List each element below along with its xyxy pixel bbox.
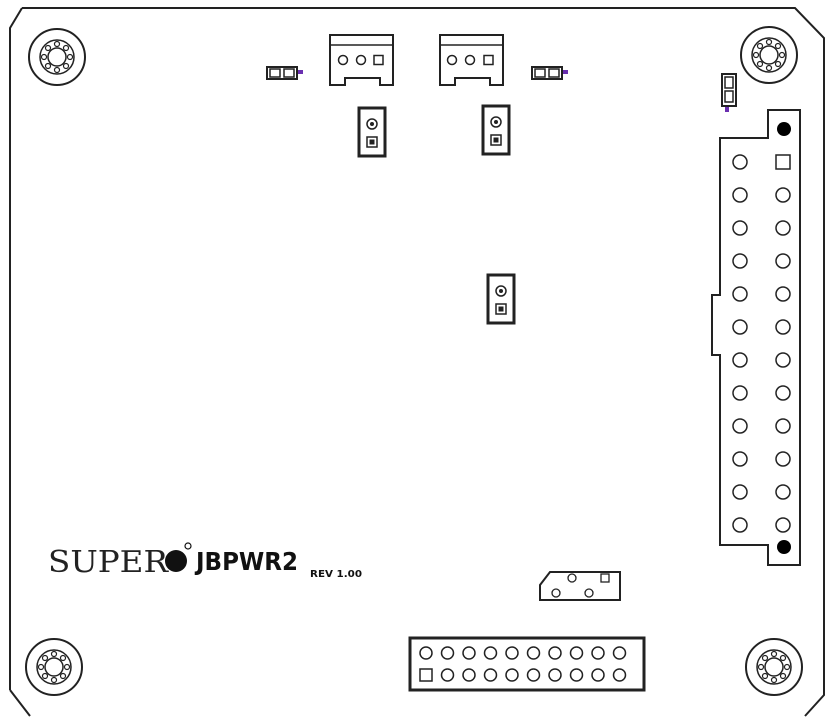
atx-pin	[732, 451, 748, 467]
header-pin	[569, 668, 584, 682]
led-icon	[721, 73, 737, 112]
header-pin	[483, 668, 498, 682]
mounting-hole-icon	[745, 638, 803, 696]
header-pin	[505, 646, 519, 660]
mounting-hole-icon	[28, 28, 86, 86]
header-pin	[526, 646, 541, 660]
header-pin	[483, 646, 498, 660]
header-pin	[591, 646, 605, 660]
atx-pin	[775, 220, 791, 236]
atx-pin	[732, 187, 748, 203]
header-pin	[548, 668, 562, 682]
header-pin	[440, 646, 455, 660]
atx-pin-square	[775, 154, 791, 170]
pin-header-icon	[408, 636, 646, 692]
header-pin	[591, 668, 605, 682]
atx-power-connector-icon	[711, 109, 801, 566]
board-revision: REV 1.00	[310, 569, 362, 580]
atx-pin-marker	[777, 540, 791, 554]
led-icon	[266, 66, 303, 80]
brand-logo: SUPER	[48, 542, 192, 580]
brand-name: SUPER	[48, 545, 170, 580]
atx-pin	[775, 319, 791, 335]
mounting-hole-icon	[740, 26, 798, 84]
atx-pin	[775, 418, 791, 434]
atx-pin	[732, 352, 748, 368]
atx-pin	[732, 385, 748, 401]
atx-pin	[775, 484, 791, 500]
header-pin	[440, 668, 455, 682]
mounting-hole-icon	[25, 638, 83, 696]
atx-pin	[732, 253, 748, 269]
atx-pin	[775, 517, 791, 533]
atx-pin-grid	[732, 122, 791, 554]
header-pin	[462, 668, 476, 682]
led-icon	[531, 66, 568, 80]
header-pin	[505, 668, 519, 682]
header-pin	[569, 646, 584, 660]
atx-pin	[775, 187, 791, 203]
board-model: JBPWR2	[194, 547, 298, 576]
fan-header-icon	[329, 34, 394, 86]
atx-pin	[775, 286, 791, 302]
atx-pin	[775, 451, 791, 467]
atx-pin-1	[777, 122, 791, 136]
atx-pin	[732, 517, 748, 533]
header-pin	[548, 646, 562, 660]
atx-pin	[732, 484, 748, 500]
atx-pin	[732, 286, 748, 302]
jumper-icon	[486, 273, 516, 325]
header-pin-square	[419, 668, 433, 682]
header-pin	[612, 646, 627, 660]
atx-pin	[775, 385, 791, 401]
fan-header-icon	[439, 34, 504, 86]
atx-pin	[732, 220, 748, 236]
jumper-icon	[357, 106, 387, 158]
header-pin	[612, 668, 627, 682]
small-connector-icon	[539, 571, 621, 601]
board-outline	[9, 7, 825, 717]
header-pin	[526, 668, 541, 682]
jumper-icon	[481, 104, 511, 156]
header-pin	[419, 646, 433, 660]
atx-pin	[775, 253, 791, 269]
header-pin-grid	[419, 646, 627, 682]
atx-pin	[732, 154, 748, 170]
header-pin	[462, 646, 476, 660]
atx-pin	[732, 319, 748, 335]
atx-pin	[732, 418, 748, 434]
brand-dot-icon	[165, 550, 187, 572]
atx-pin	[775, 352, 791, 368]
